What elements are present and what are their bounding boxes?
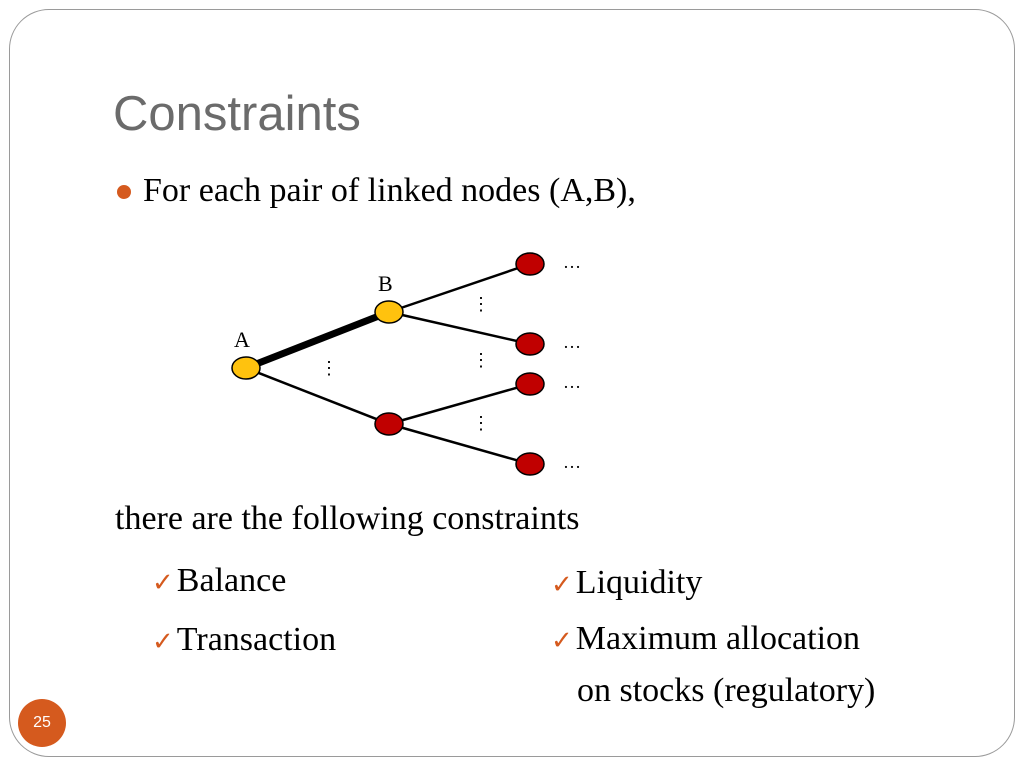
bullet-dot-icon [117,185,131,199]
ellipsis: … [563,332,581,352]
check-item-transaction: ✓ Transaction [152,621,336,659]
checkmark-icon: ✓ [152,627,174,657]
checkmark-icon: ✓ [152,568,174,598]
vertical-ellipsis: ⋮ [472,413,490,433]
ellipsis: … [563,252,581,272]
check-item-liquidity: ✓ Liquidity [551,564,702,602]
check-label: Maximum allocation [575,620,861,657]
node-d3 [515,372,545,396]
edge-b-d2 [388,310,531,346]
check-item-continuation: on stocks (regulatory) [577,672,876,709]
edge-b-d1 [388,262,531,314]
body-text: there are the following constraints [115,500,580,537]
edge-a-c [245,366,390,426]
edge-c-d3 [388,382,531,426]
ellipsis: … [563,372,581,392]
check-label: Transaction [176,621,337,658]
node-d2 [515,332,545,356]
bullet-text: For each pair of linked nodes (A,B), [143,172,636,209]
edge-a-b [244,308,391,372]
slide-title: Constraints [113,87,361,141]
ellipsis: … [563,452,581,472]
check-item-maximum-allocation: ✓ Maximum allocation [551,620,860,658]
checkmark-icon: ✓ [551,626,573,656]
checkmark-icon: ✓ [551,570,573,600]
vertical-ellipsis: ⋮ [320,358,338,378]
node-d1 [515,252,545,276]
vertical-ellipsis: ⋮ [472,294,490,314]
edge-c-d4 [388,422,531,466]
bullet-item: For each pair of linked nodes (A,B), [117,172,636,210]
check-label: Liquidity [575,564,703,601]
node-a [231,356,261,380]
node-b [374,300,404,324]
check-item-balance: ✓ Balance [152,562,286,600]
check-label: Balance [176,562,287,599]
node-d4 [515,452,545,476]
node-a-label: A [234,327,250,352]
node-b-label: B [378,271,393,296]
vertical-ellipsis: ⋮ [472,350,490,370]
slide-frame [9,9,1015,757]
page-number-badge: 25 [18,699,66,747]
node-c [374,412,404,436]
